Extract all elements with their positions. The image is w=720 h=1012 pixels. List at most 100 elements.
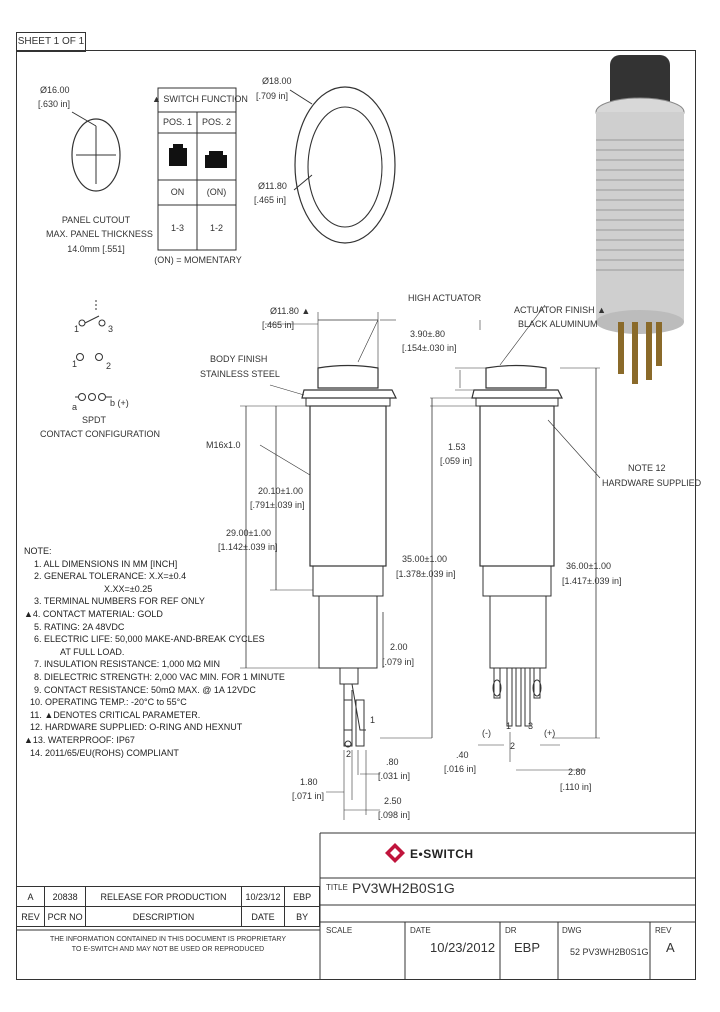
pos2-terminals: 1-2 [209,223,223,233]
right-d390-in: [.154±.030 in] [402,343,457,353]
switch-function-table-lines [157,87,237,251]
contact-t1b: 1 [72,359,78,369]
dwg-value: 52 PV3WH2B0S1G [570,947,649,957]
left-pin2: 2 [346,749,352,759]
contact-t3: 3 [108,324,114,334]
date-label: DATE [410,926,431,935]
body-finish-material: STAINLESS STEEL [200,369,280,379]
note-line: 7. INSULATION RESISTANCE: 1,000 MΩ MIN [34,659,220,670]
pos1-header: POS. 1 [162,117,192,127]
rev-value: A [666,940,675,955]
body-finish-label: BODY FINISH [210,354,268,364]
left-dim-top-in: [.465 in] [262,320,295,330]
right-d280-in: [.110 in] [560,782,592,792]
right-p3: 3 [528,721,534,731]
left-d080-in: [.031 in] [378,771,411,781]
ring-inner-mm: Ø11.80 [258,181,287,191]
scale-label: SCALE [326,926,353,935]
left-d29-mm: 29.00±1.00 [226,528,271,538]
date-header: DATE [240,906,286,927]
note-line: X.XX=±0.25 [104,583,153,594]
panel-cutout-label: PANEL CUTOUT [61,215,131,225]
contact-t1: 1 [74,324,80,334]
right-d040-mm: .40 [456,750,469,760]
note-line: 6. ELECTRIC LIFE: 50,000 MAKE-AND-BREAK … [34,634,265,645]
date-cell: 10/23/12 [240,886,286,907]
note-line: 12. HARDWARE SUPPLIED: O-RING AND HEXNUT [30,722,243,733]
note-line: 9. CONTACT RESISTANCE: 50mΩ MAX. @ 1A 12… [34,684,256,695]
left-d20-in: [.791±.039 in] [250,500,305,510]
right-d280-mm: 2.80 [568,767,586,777]
note-line: 10. OPERATING TEMP.: -20°C to 55°C [30,697,187,708]
title-block-lines [16,832,696,980]
right-d35-in: [1.378±.039 in] [396,569,456,579]
pcr-header: PCR NO [43,906,87,927]
pcr-cell: 20838 [43,886,87,907]
revision-row: A 20838 RELEASE FOR PRODUCTION 10/23/12 … [16,886,320,907]
note-line: 5. RATING: 2A 48VDC [34,621,125,632]
revision-table: A 20838 RELEASE FOR PRODUCTION 10/23/12 … [16,886,320,927]
switch-3d-render [595,55,685,384]
note-line: 8. DIELECTRIC STRENGTH: 2,000 VAC MIN. F… [34,671,285,682]
drawn-by-label: DR [505,926,517,935]
actuator-finish-material: BLACK ALUMINUM [518,319,598,329]
by-cell: EBP [284,886,320,907]
contact-config-drawing [75,300,112,401]
right-d153-mm: 1.53 [448,442,466,452]
dwg-label: DWG [562,926,582,935]
note-line: 11. ▲DENOTES CRITICAL PARAMETER. [30,709,201,720]
panel-dia-in: [.630 in] [38,99,71,109]
left-d20-mm: 20.10±1.00 [258,486,303,496]
right-d35-mm: 35.00±1.00 [402,554,447,564]
note-line: NOTE: [24,546,52,556]
momentary-footnote: (ON) = MOMENTARY [154,255,242,265]
panel-thickness-label: MAX. PANEL THICKNESS [46,229,153,239]
ring-inner-in: [.465 in] [254,195,287,205]
right-side-view [380,304,601,771]
description-cell: RELEASE FOR PRODUCTION [85,886,242,907]
pos1-state: ON [170,187,185,197]
contact-t2: 2 [106,361,112,371]
note-line: ▲4. CONTACT MATERIAL: GOLD [24,608,163,619]
eswitch-logo-text: E•SWITCH [410,847,474,861]
right-d200-mm: 2.00 [390,642,408,652]
right-d390-mm: 3.90±.80 [410,329,445,339]
title-value: PV3WH2B0S1G [352,880,455,896]
drawing-frame [16,50,696,980]
right-neg: (-) [482,728,491,738]
switch-function-title: ▲ SWITCH FUNCTION [152,94,248,104]
note-line: 1. ALL DIMENSIONS IN MM [INCH] [34,558,178,569]
sheet-number: SHEET 1 OF 1 [16,32,86,52]
right-d36-mm: 36.00±1.00 [566,561,611,571]
switch-symbols [169,144,227,168]
right-p1: 1 [506,721,512,731]
rev-cell: A [16,886,45,907]
left-d29-in: [1.142±.039 in] [218,542,278,552]
thread-label: M16x1.0 [206,440,241,450]
note-line: AT FULL LOAD. [60,646,125,657]
disclaimer-line1: THE INFORMATION CONTAINED IN THIS DOCUME… [49,936,287,943]
left-d080-mm: .80 [386,757,399,767]
notes-block: NOTE: 1. ALL DIMENSIONS IN MM [INCH] 2. … [24,545,285,759]
note-line: 2. GENERAL TOLERANCE: X.X=±0.4 [34,571,187,582]
right-d200-in: [.079 in] [382,657,415,667]
by-header: BY [284,906,320,927]
note-line: ▲13. WATERPROOF: IP67 [24,734,135,745]
title-label: TITLE [326,883,348,892]
left-d180-in: [.071 in] [292,791,325,801]
contact-spdt: SPDT [81,415,106,425]
panel-thickness-value: 14.0mm [.551] [67,244,125,254]
right-d040-in: [.016 in] [444,764,477,774]
drawn-by-value: EBP [514,940,541,955]
date-value: 10/23/2012 [430,940,496,955]
rev-label: REV [655,926,672,935]
panel-cutout-drawing [71,111,121,192]
actuator-finish-label: ACTUATOR FINISH ▲ [514,305,607,315]
left-d180-mm: 1.80 [300,777,318,787]
left-pin1: 1 [370,715,376,725]
ring-outer-in: [.709 in] [256,91,289,101]
note12-label: NOTE 12 [628,463,666,473]
panel-dia-mm: Ø16.00 [40,85,70,95]
ring-outer-mm: Ø18.00 [262,76,292,86]
